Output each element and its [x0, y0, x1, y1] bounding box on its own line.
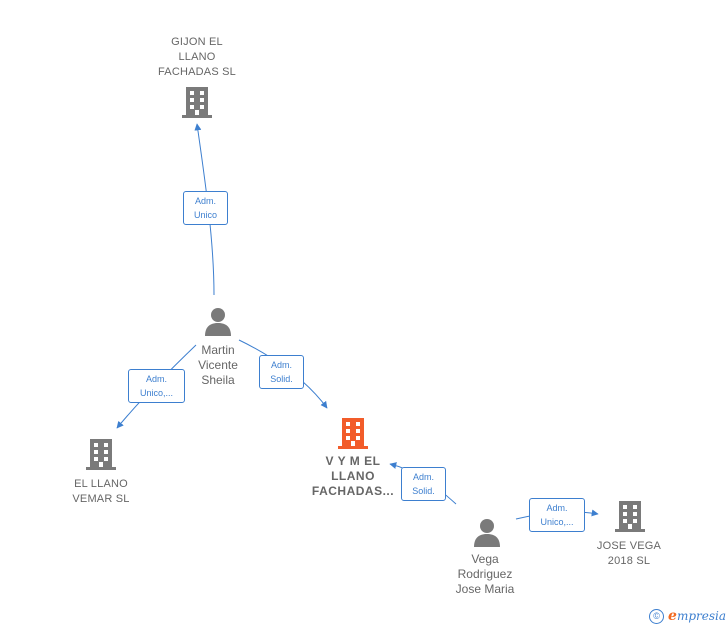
- company-label-jose-vega[interactable]: JOSE VEGA 2018 SL: [596, 540, 662, 567]
- building-icon[interactable]: [181, 85, 213, 119]
- edge-label-martin-vym[interactable]: Adm. Solid.: [259, 355, 304, 389]
- person-icon[interactable]: [472, 517, 502, 547]
- person-icon[interactable]: [203, 306, 233, 336]
- person-label-martin[interactable]: Martin Vicente Sheila: [198, 343, 238, 387]
- edge-label-martin-vemar[interactable]: Adm. Unico,...: [128, 369, 185, 403]
- edge-label-vega-vym[interactable]: Adm. Solid.: [401, 467, 446, 501]
- person-label-vega[interactable]: Vega Rodriguez Jose Maria: [455, 552, 515, 596]
- building-icon[interactable]: [337, 416, 369, 450]
- edge-label-martin-gijon[interactable]: Adm. Unico: [183, 191, 228, 225]
- building-icon[interactable]: [85, 437, 117, 471]
- company-label-vym[interactable]: V Y M EL LLANO FACHADAS...: [311, 454, 395, 498]
- footer-brand: © empresia: [649, 608, 726, 624]
- building-icon[interactable]: [614, 499, 646, 533]
- company-label-el-llano-vemar[interactable]: EL LLANO VEMAR SL: [72, 478, 130, 505]
- edge-label-vega-josevega[interactable]: Adm. Unico,...: [529, 498, 585, 532]
- copyright-icon: ©: [649, 608, 665, 624]
- company-label-gijon[interactable]: GIJON EL LLANO FACHADAS SL: [157, 36, 236, 78]
- brand-logo[interactable]: empresia: [668, 608, 726, 624]
